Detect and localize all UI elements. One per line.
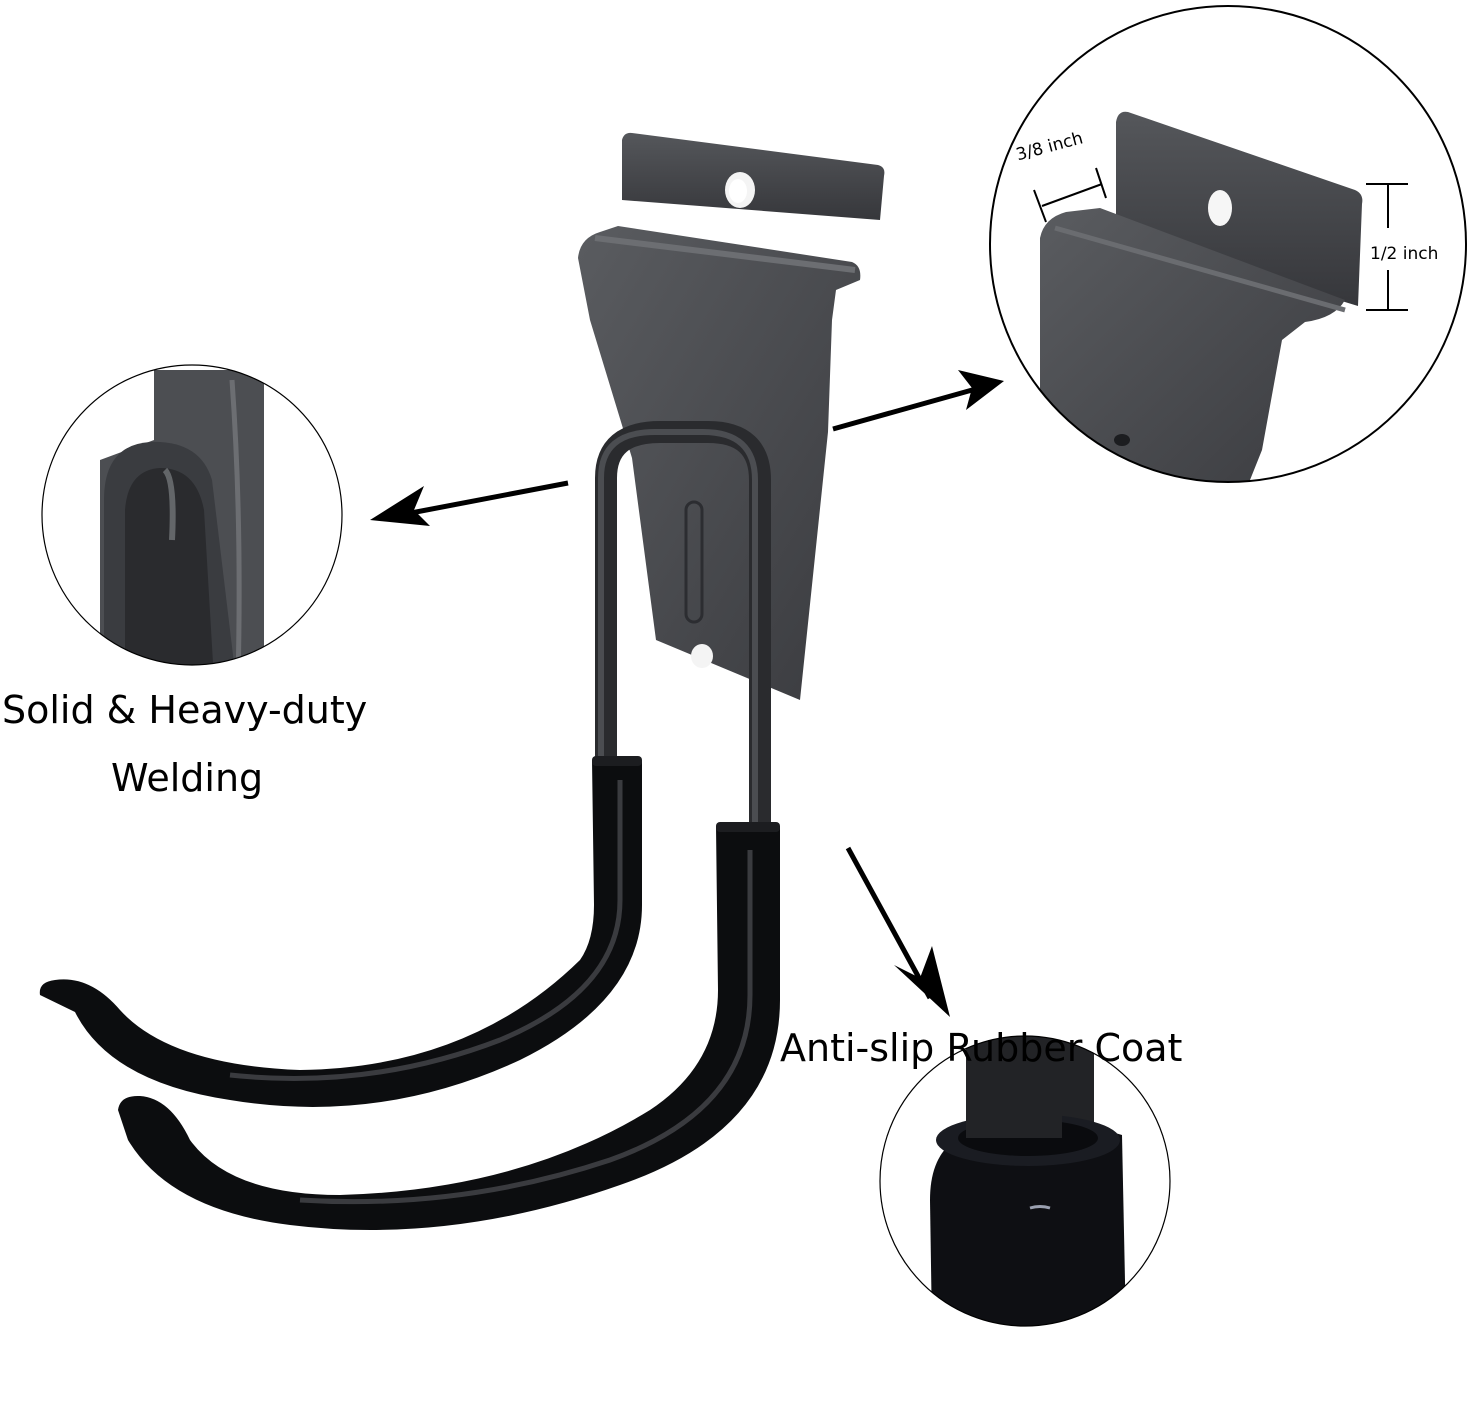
- callout-welding-detail: [41, 364, 343, 666]
- arrow-to-dimensions: [832, 382, 991, 432]
- arrow-to-welding: [394, 480, 569, 519]
- callout-rubber-coat-detail: [879, 1035, 1171, 1327]
- welding-caption-line1: Solid & Heavy-duty: [2, 688, 368, 732]
- rubber-coat-caption: Anti-slip Rubber Coat: [780, 1026, 1183, 1070]
- height-dimension-label: 1/2 inch: [1370, 244, 1439, 264]
- callout-bracket-dimensions: [989, 5, 1467, 483]
- welding-caption-line2: Welding: [111, 756, 264, 800]
- arrow-to-rubber-coat: [845, 846, 933, 1000]
- main-hook: [39, 132, 885, 1230]
- arrows: [370, 370, 1004, 1017]
